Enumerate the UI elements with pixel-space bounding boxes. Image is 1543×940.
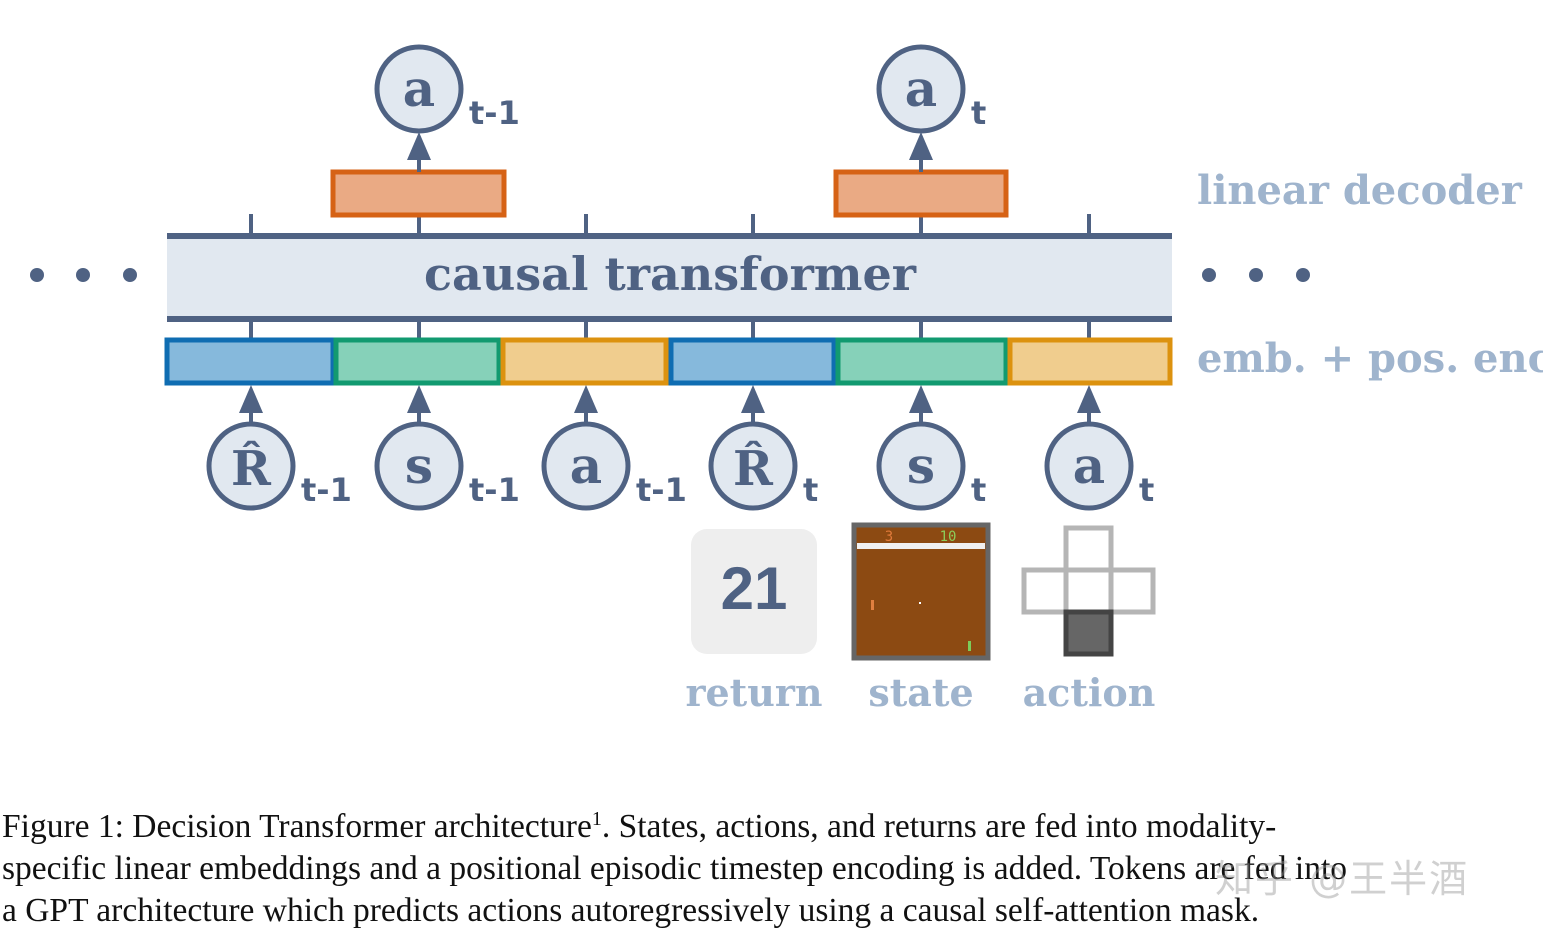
input-node-return-t: R̂ t [708, 421, 818, 511]
output-arrows [407, 132, 933, 172]
state-score-left: 3 [885, 529, 893, 545]
embedding-state-1 [333, 337, 502, 386]
return-label: return [685, 670, 822, 715]
return-value: 21 [721, 555, 788, 622]
return-example: 21 [691, 529, 817, 654]
output-node-a-t-1: a t-1 [374, 44, 520, 134]
state-score-right: 10 [940, 529, 957, 545]
output-symbol: a [905, 59, 937, 118]
caption-line-1-start: Figure 1: Decision Transformer architect… [2, 808, 592, 845]
dpad-icon [1021, 525, 1156, 657]
right-ellipsis [1202, 268, 1310, 282]
footnote-marker: 1 [591, 807, 602, 830]
embedding-action-2 [1007, 337, 1173, 386]
output-subscript: t-1 [469, 94, 520, 132]
output-symbol: a [403, 59, 435, 118]
state-example-screen: 3 10 [851, 522, 991, 661]
linear-decoder-box-2 [833, 169, 1009, 218]
input-arrows [239, 385, 1101, 424]
input-subscript: t-1 [301, 471, 352, 509]
left-ellipsis [30, 268, 137, 282]
caption-line-1-end: . States, actions, and returns are fed i… [601, 808, 1277, 845]
caption-line-3: a GPT architecture which predicts action… [2, 892, 1260, 929]
input-subscript: t [803, 471, 818, 509]
decision-transformer-diagram: causal transformer linear decoder a t-1 … [30, 44, 1543, 715]
embedding-action-1 [500, 337, 669, 386]
caption-line-2: specific linear embeddings and a positio… [2, 850, 1348, 887]
embedding-return-2 [668, 337, 837, 386]
input-symbol: a [570, 436, 602, 495]
linear-decoder-label: linear decoder [1197, 167, 1523, 214]
action-label: action [1023, 670, 1156, 715]
input-node-state-t: s t [876, 421, 986, 511]
embedding-label: emb. + pos. enc. [1197, 335, 1543, 382]
input-node-action-t-1: a t-1 [541, 421, 687, 511]
input-node-action-t: a t [1044, 421, 1154, 511]
output-node-a-t: a t [876, 44, 986, 134]
input-subscript: t [1139, 471, 1154, 509]
embedding-state-2 [835, 337, 1009, 386]
embedding-return-1 [164, 337, 336, 386]
input-symbol: a [1073, 436, 1105, 495]
input-symbol: s [405, 436, 433, 495]
input-symbol: R̂ [733, 439, 774, 497]
figure-caption: Figure 1: Decision Transformer architect… [2, 806, 1538, 932]
input-node-state-t-1: s t-1 [374, 421, 520, 511]
input-subscript: t-1 [469, 471, 520, 509]
state-label: state [868, 670, 973, 715]
input-symbol: s [907, 436, 935, 495]
output-subscript: t [971, 94, 986, 132]
input-subscript: t [971, 471, 986, 509]
return-tile [691, 529, 817, 654]
embedding-row [164, 337, 1173, 386]
linear-decoder-box-1 [330, 169, 507, 218]
input-symbol: R̂ [231, 439, 272, 497]
caption-line-1: Figure 1: Decision Transformer architect… [2, 806, 1538, 848]
causal-transformer-block [167, 236, 1172, 318]
input-node-return-t-1: R̂ t-1 [206, 421, 352, 511]
watermark: 知乎 @王半酒 [1215, 857, 1470, 901]
input-subscript: t-1 [636, 471, 687, 509]
transformer-label: causal transformer [424, 247, 917, 301]
